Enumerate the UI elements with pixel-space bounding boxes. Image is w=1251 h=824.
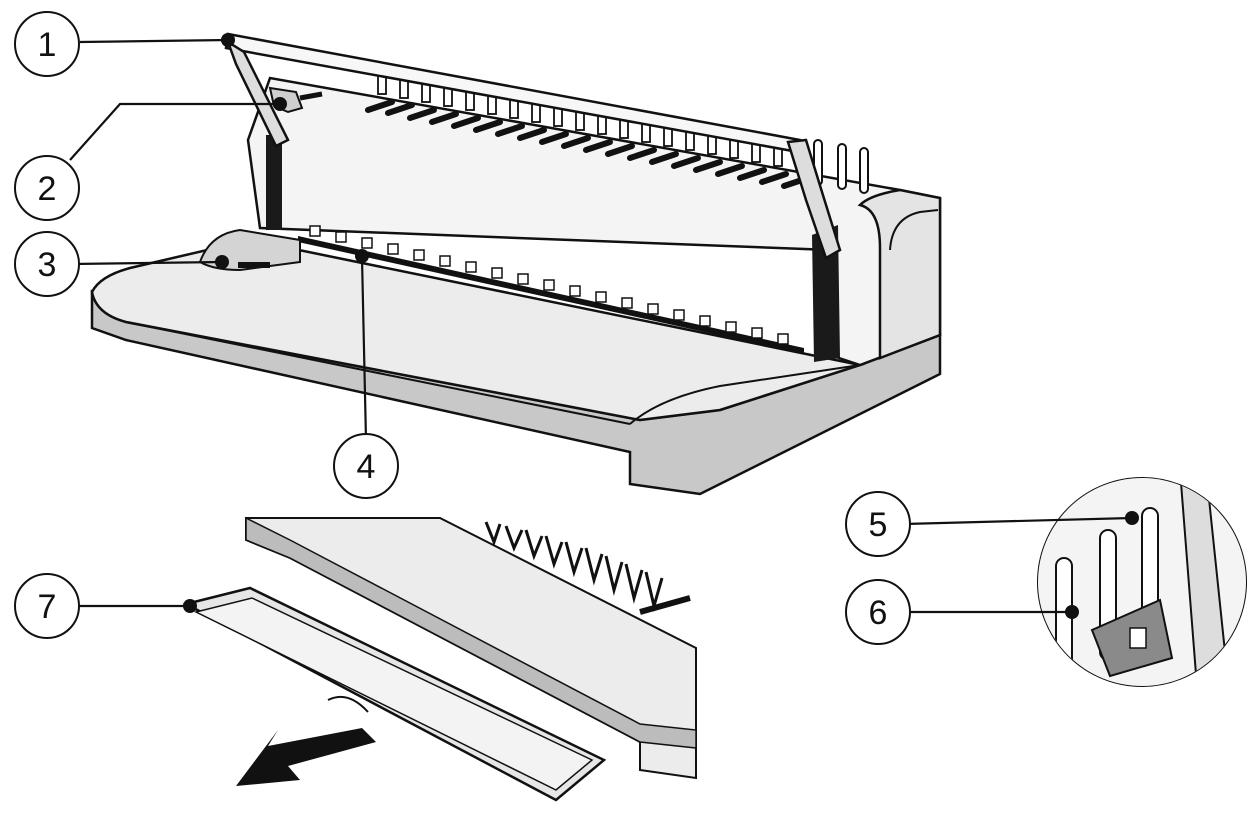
dot-2 [273,97,287,111]
lever-pin [299,91,323,101]
leader-4 [360,257,368,441]
callout-4: 4 [333,433,399,499]
comb-detail-bar [639,595,691,615]
callout-7: 7 [14,573,80,639]
dot-5 [1125,511,1139,525]
leader-lines [69,38,1133,614]
callout-1-label: 1 [38,26,57,64]
punch-slot-guides [309,225,789,345]
callout-3: 3 [14,231,80,297]
leader-1 [79,38,229,44]
callout-2: 2 [14,155,80,221]
callout-5: 5 [845,491,911,557]
handle-left-arm [225,39,290,148]
left-post [266,135,282,230]
comb-teeth-upper [365,99,811,189]
dot-6 [1065,605,1079,619]
selector-detail [1037,477,1247,687]
dot-4 [355,249,369,263]
machine-underside-band [245,516,697,749]
binding-machine-illustration [90,32,942,496]
right-housing-inner [889,209,939,251]
callout-2-label: 2 [38,170,57,208]
leader-dots [183,33,1139,619]
detail-arm [1178,478,1232,686]
knob-slot [238,262,270,268]
machine-base-top [90,238,865,422]
dot-3 [215,255,229,269]
pull-arrow [236,728,376,786]
dot-1 [221,33,235,47]
front-edge-line [125,321,631,425]
right-housing [857,188,942,360]
callout-1: 1 [14,11,80,77]
selector-pins [813,139,869,194]
callout-5-label: 5 [869,506,888,544]
punch-slot [298,236,804,354]
leader-2 [69,102,278,161]
callout-7-label: 7 [38,588,57,626]
callout-6: 6 [845,579,911,645]
waste-tray-detail [182,516,697,802]
handle-right-arm [786,138,842,260]
right-post [812,225,840,362]
callout-4-label: 4 [357,448,376,486]
callout-6-label: 6 [869,594,888,632]
leader-5 [903,516,1133,526]
callout-3-label: 3 [38,246,57,284]
waste-tray-rim [193,597,594,791]
leader-3 [71,260,223,266]
dot-7 [183,599,197,613]
right-corner-shape [629,364,861,425]
tray-handle [327,696,369,713]
